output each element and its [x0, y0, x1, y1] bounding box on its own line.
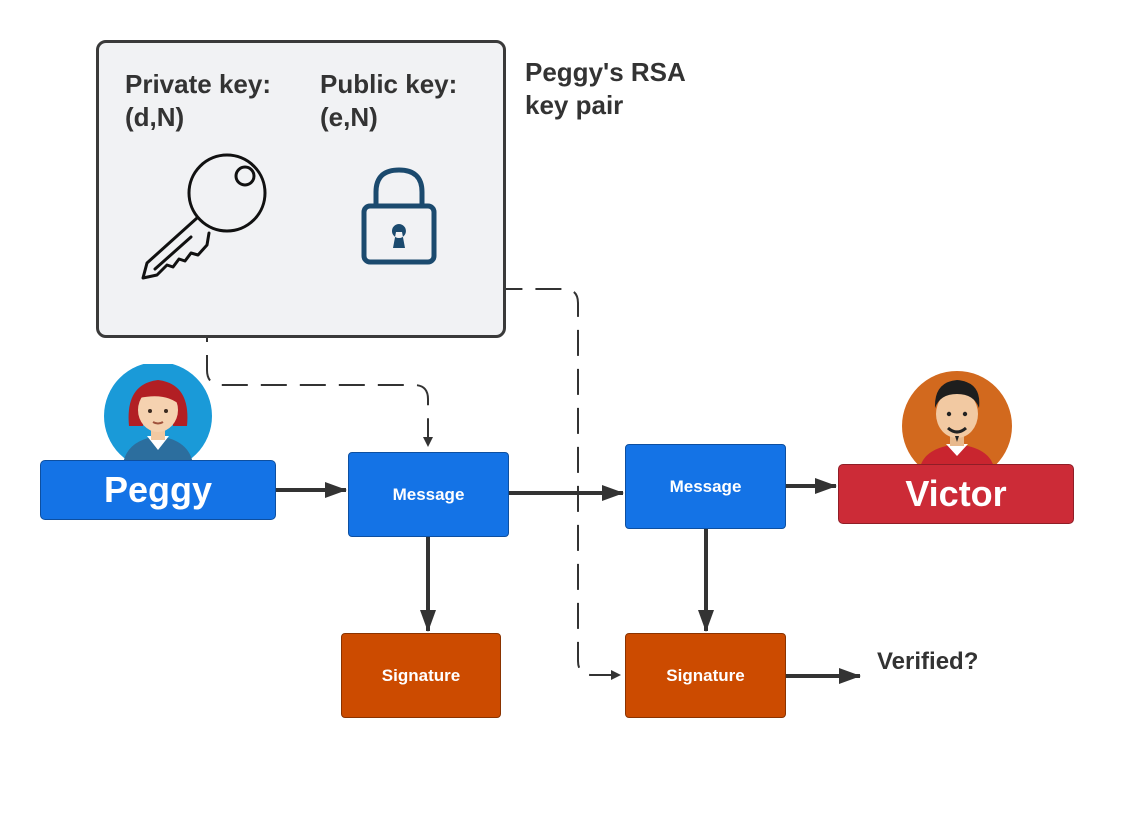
- padlock-icon: [361, 167, 437, 265]
- victor-box: Victor: [838, 464, 1074, 524]
- public-key-title: Public key:: [320, 69, 458, 99]
- key-pair-caption-line1: Peggy's RSA: [525, 57, 686, 87]
- key-pair-caption-line2: key pair: [525, 90, 624, 120]
- key-icon: [141, 153, 267, 280]
- victor-avatar: [902, 371, 1012, 468]
- message-node-left: Message: [348, 452, 509, 537]
- private-key-value: (d,N): [125, 102, 185, 132]
- public-key-value: (e,N): [320, 102, 378, 132]
- private-key-title: Private key:: [125, 69, 271, 99]
- key-pair-panel: [96, 40, 506, 338]
- private-key-dashed-line: [206, 238, 433, 447]
- message-node-right: Message: [625, 444, 786, 529]
- peggy-avatar: [104, 364, 212, 464]
- signature-node-right: Signature: [625, 633, 786, 718]
- verified-label: Verified?: [877, 648, 979, 675]
- peggy-box: Peggy: [40, 460, 276, 520]
- signature-node-left: Signature: [341, 633, 501, 718]
